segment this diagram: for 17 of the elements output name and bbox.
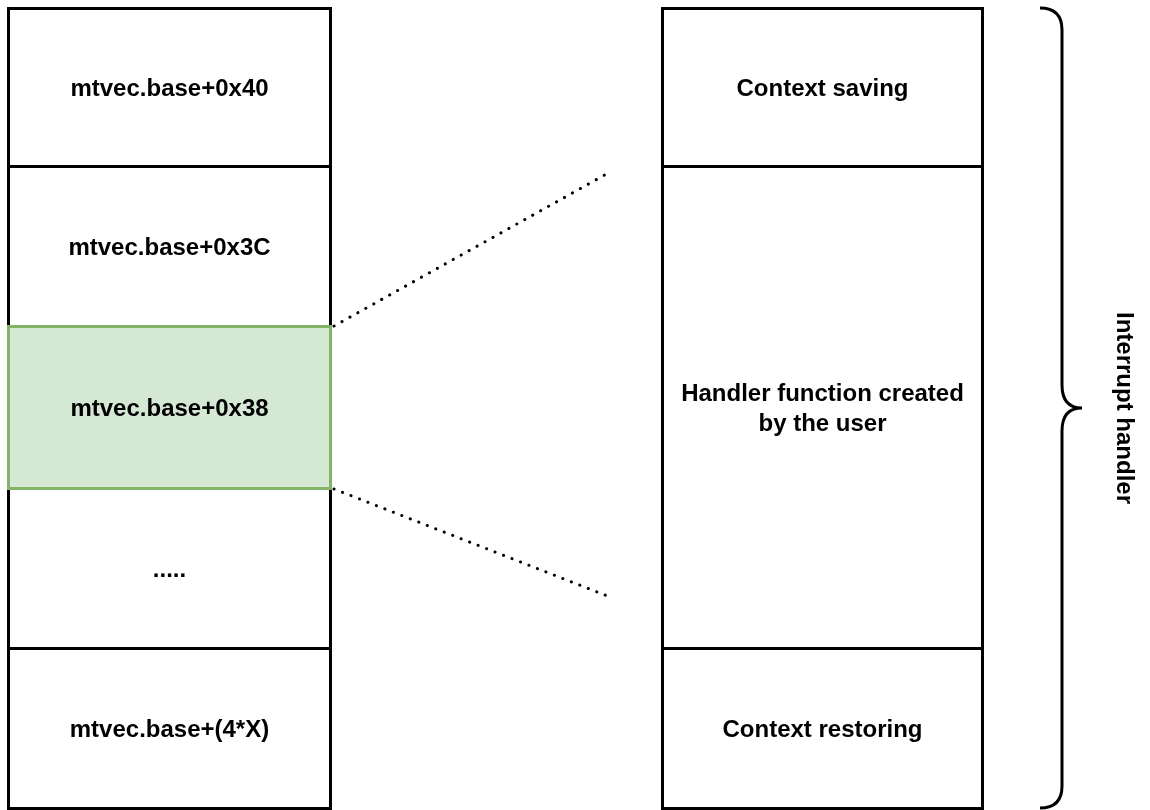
cell-label: Context restoring <box>722 713 923 744</box>
memory-cell <box>7 165 332 328</box>
memory-cell <box>7 7 332 168</box>
cell-label: mtvec.base+(4*X) <box>69 713 270 744</box>
handler-section-box <box>661 647 984 810</box>
cell-label: Handler function created by the user <box>680 377 965 438</box>
cell-label: mtvec.base+0x38 <box>70 392 269 423</box>
cell-label: Context saving <box>736 72 909 103</box>
handler-section-box <box>661 7 984 168</box>
cell-label: mtvec.base+0x3C <box>68 231 271 262</box>
cell-label: mtvec.base+0x40 <box>70 72 269 103</box>
highlighted-memory-cell <box>7 325 332 490</box>
cell-label: ..... <box>152 553 187 584</box>
memory-cell <box>7 487 332 650</box>
bracket-label: Interrupt handler <box>1111 312 1140 504</box>
handler-section-box <box>661 165 984 650</box>
memory-cell <box>7 647 332 810</box>
